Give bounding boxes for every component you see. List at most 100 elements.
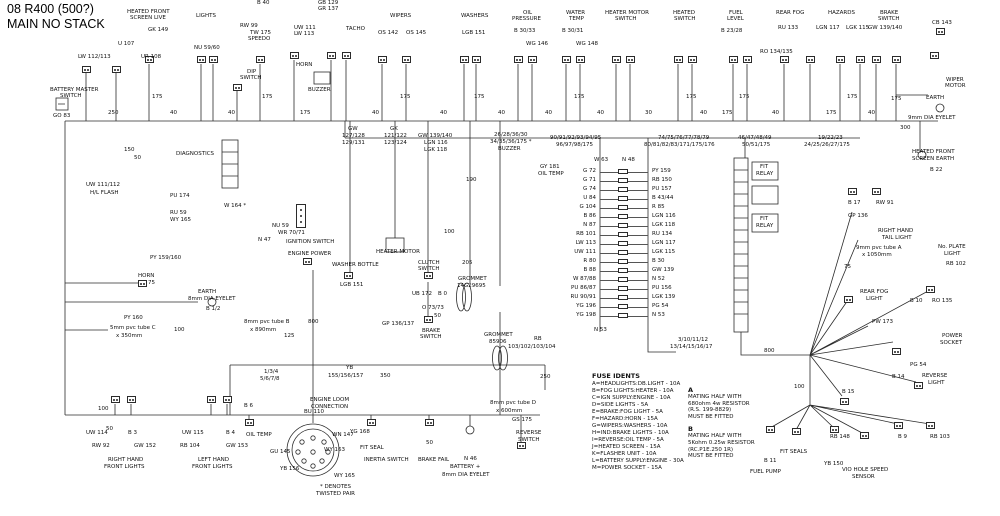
connector-icon xyxy=(528,56,537,63)
fuse-row-right-label: LGN 116 xyxy=(652,213,676,219)
wire-label: 40 xyxy=(868,110,875,116)
fuse-icon xyxy=(618,250,628,255)
wire-label: HEATED FRONT xyxy=(127,9,170,15)
wire-label: BU 110 xyxy=(304,409,325,415)
fuse-icon xyxy=(618,205,628,210)
wire-label: REVERSE xyxy=(516,430,542,436)
wire-label: 121/122 xyxy=(384,133,407,139)
wire-label: 5/6/7/8 xyxy=(260,376,280,382)
fuse-ident-item: M=POWER SOCKET - 15A xyxy=(592,465,662,471)
wire-label: WR 70/71 xyxy=(278,230,305,236)
wire-label: 205 xyxy=(462,260,473,266)
wire-label: 34/35/36/175 * xyxy=(490,139,532,145)
connector-icon xyxy=(792,428,801,435)
note-b-line: MATING HALF WITH xyxy=(688,433,742,440)
fuse-row-right-label: R 85 xyxy=(652,204,665,210)
wire-label: 123/124 xyxy=(384,140,407,146)
fuse-row-left-label: U 84 xyxy=(583,195,596,201)
wire-label: RB 103 xyxy=(930,434,950,440)
wire-label: 80/81/82/83/171/175/176 xyxy=(644,142,715,148)
fuse-icon xyxy=(618,268,628,273)
wire-label: LEVEL xyxy=(727,16,744,22)
wire-label: SWITCH xyxy=(240,75,262,81)
wire-label: 100 xyxy=(174,327,185,333)
fuse-icon xyxy=(618,196,628,201)
fuse-row-right-label: RB 150 xyxy=(652,177,672,183)
wire-label: 175 xyxy=(262,94,273,100)
wire-label: GW xyxy=(348,126,358,132)
wire-label: B 23/28 xyxy=(721,28,743,34)
connector-icon xyxy=(844,296,853,303)
wire-label: FIT xyxy=(760,164,769,170)
fuse-icon xyxy=(618,241,628,246)
wire-label: LW 112/113 xyxy=(78,54,111,60)
wire-label: WG 148 xyxy=(576,41,598,47)
wire-label: RB 102 xyxy=(946,261,966,267)
wire-label: SCREEN EARTH xyxy=(912,156,955,162)
wire-label: HEATED xyxy=(673,10,696,16)
wire-label: 350 xyxy=(380,373,391,379)
fuse-row-left-label: B 86 xyxy=(583,213,596,219)
wire-label: 40 xyxy=(700,110,707,116)
wire-label: 175 xyxy=(686,94,697,100)
wire-label: B 0 xyxy=(438,291,448,297)
wire-label: SWITCH xyxy=(674,16,696,22)
connector-icon xyxy=(303,258,312,265)
fuse-row-left-label: G 71 xyxy=(582,177,596,183)
fuse-ident-item: J=HEATED SCREEN - 15A xyxy=(592,444,661,450)
wire-label: B 30/33 xyxy=(514,28,536,34)
connector-icon xyxy=(729,56,738,63)
wire-label: x 890mm xyxy=(250,327,277,333)
wire-label: FUEL xyxy=(729,10,743,16)
wire-label: SENSOR xyxy=(852,474,875,480)
connector-icon xyxy=(626,56,635,63)
connector-icon xyxy=(872,188,881,195)
wire-label: SCREEN LIVE xyxy=(130,15,166,21)
connector-icon xyxy=(562,56,571,63)
fuse-row-right-label: LGK 115 xyxy=(652,249,676,255)
wire-label: GP 136 xyxy=(848,213,868,219)
connector-icon xyxy=(892,348,901,355)
wire-label: GROMMET xyxy=(484,332,513,338)
fuse-row-right-label: LGK 139 xyxy=(652,294,676,300)
connector-icon xyxy=(926,286,935,293)
fuse-ident-item: F=HAZARD:HORN - 15A xyxy=(592,416,658,422)
wire-label: 30 xyxy=(645,110,652,116)
wire-label: OIL xyxy=(523,10,533,16)
wire-label: TW 175 xyxy=(250,30,272,36)
wire-label: TWISTED PAIR xyxy=(316,491,355,497)
wire-label: PRESSURE xyxy=(512,16,541,22)
fuse-ident-item: A=HEADLIGHTS:DB.LIGHT - 10A xyxy=(592,381,681,387)
wire-label: RW 99 xyxy=(240,23,258,29)
wire-label: 24/25/26/27/175 xyxy=(804,142,850,148)
wire-label: B 1/2 xyxy=(206,306,221,312)
wire-label: OIL TEMP xyxy=(538,171,564,177)
wire-label: 46/47/48/49 xyxy=(738,135,772,141)
wire-label: 300 xyxy=(900,125,911,131)
wire-label: RELAY xyxy=(756,223,774,229)
fuse-row-right-label: LGN 117 xyxy=(652,240,676,246)
wire-label: GB 129 xyxy=(318,0,339,6)
connector-icon xyxy=(367,419,376,426)
wire-label: RU 59 xyxy=(170,210,187,216)
wire-label: YG 168 xyxy=(350,429,370,435)
wire-label: BUZZER xyxy=(498,146,521,152)
wire-label: HEATER MOTOR xyxy=(605,10,649,16)
fuse-icon xyxy=(618,214,628,219)
wire-label: 8mm DIA EYELET xyxy=(188,296,236,302)
wire-label: 96/97/98/175 xyxy=(556,142,594,148)
wire-label: UR 108 xyxy=(141,54,162,60)
wire-label: x 350mm xyxy=(116,333,143,339)
connector-icon xyxy=(424,272,433,279)
wire-label: TAIL LIGHT xyxy=(882,235,912,241)
wire-label: GP 136/137 xyxy=(382,321,415,327)
wire-label: CONNECTION xyxy=(311,404,349,410)
connector-icon xyxy=(836,56,845,63)
wire-label: 103/102/103/104 xyxy=(508,344,556,350)
wire-label: LGB 151 xyxy=(340,282,364,288)
wire-label: SWITCH xyxy=(518,437,540,443)
wire-label: OS 142 xyxy=(378,30,399,36)
wire-label: YB xyxy=(346,365,354,371)
wire-label: GR 137 xyxy=(318,6,339,12)
connector-icon xyxy=(197,56,206,63)
